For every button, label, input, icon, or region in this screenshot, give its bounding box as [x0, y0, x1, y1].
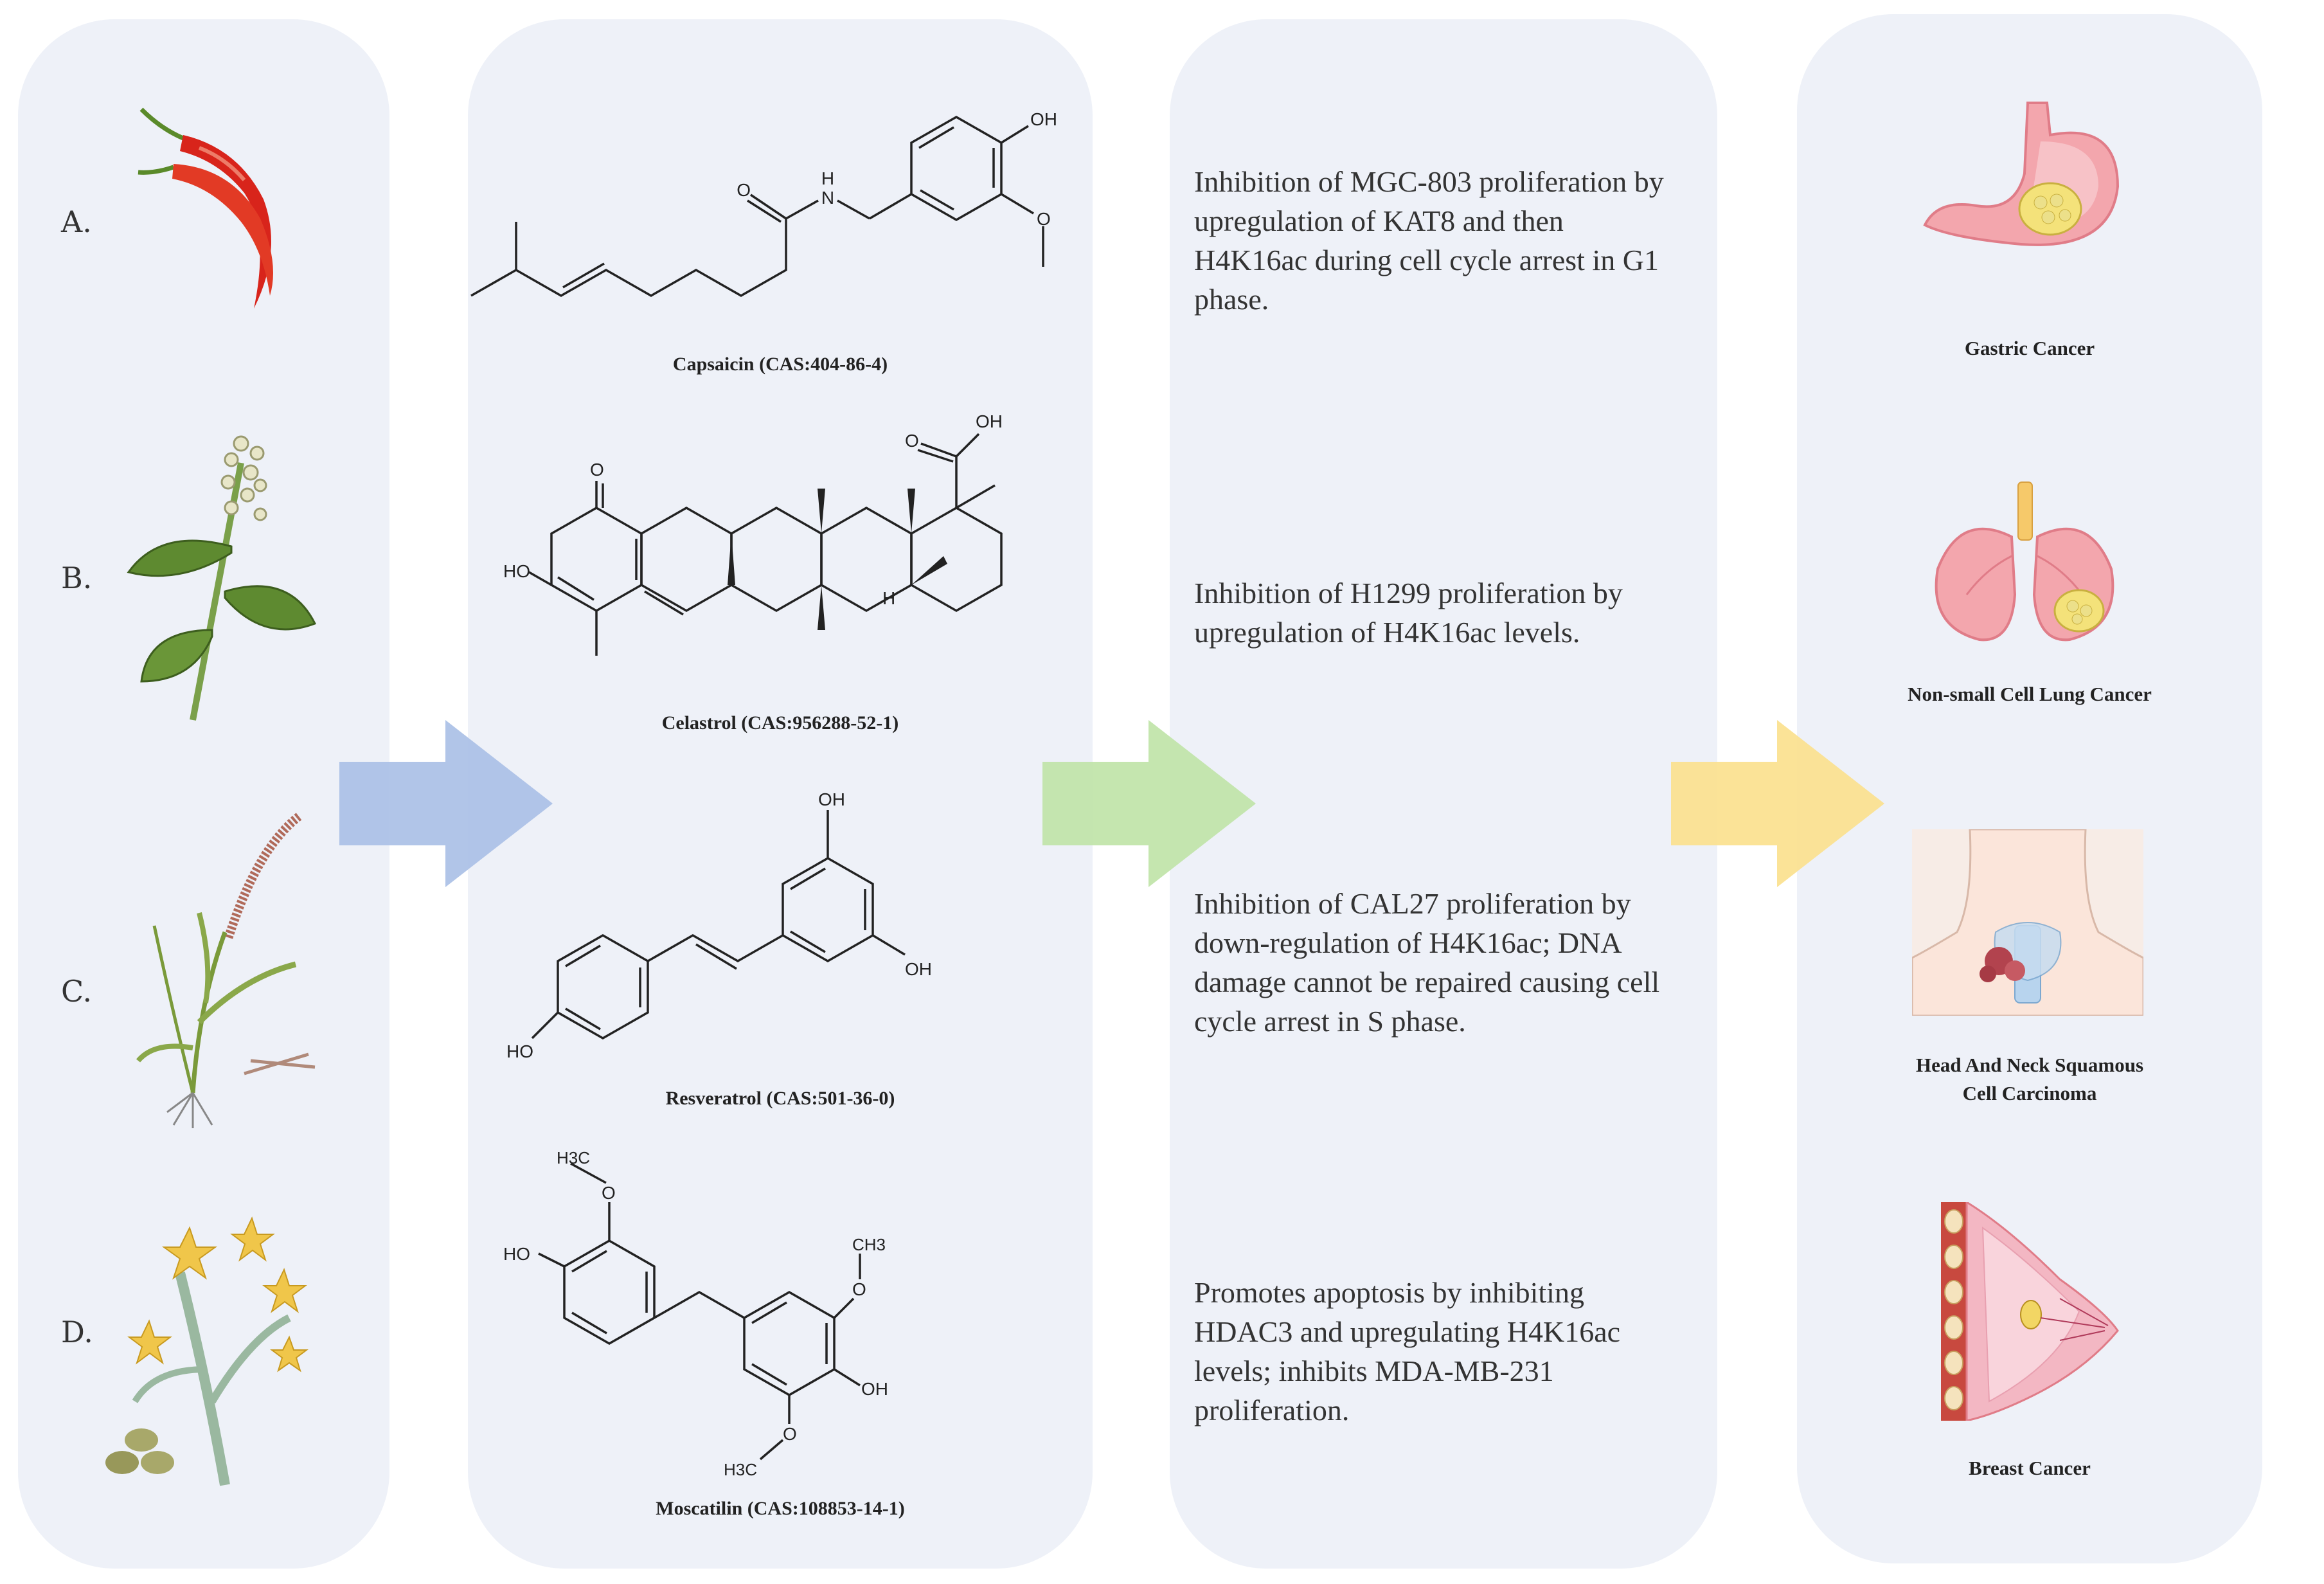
effect-text-head-neck: Inhibition of CAL27 proliferation by dow…	[1194, 887, 1660, 1038]
capsaicin-atom-label: O	[1037, 209, 1051, 229]
cancer-label-breast: Breast Cancer	[1969, 1457, 2091, 1479]
moscatilin-atom-label: H3C	[557, 1148, 590, 1167]
capsaicin-atom-label: O	[737, 180, 751, 200]
effect-text-lung: Inhibition of H1299 proliferation by upr…	[1194, 577, 1623, 649]
source-letter-d: D.	[61, 1315, 93, 1349]
celastrol-structure: O HO O OH H	[503, 411, 1003, 656]
moscatilin-atom-label: H3C	[724, 1460, 757, 1479]
source-letter-a: A.	[61, 204, 92, 239]
capsaicin-atom-label: H	[821, 168, 834, 188]
source-letter-b: B.	[61, 561, 93, 595]
arrow-effects-to-cancers	[1671, 720, 1884, 887]
lungs-icon	[1935, 482, 2114, 642]
celastrol-atom-label: O	[590, 460, 604, 480]
moscatilin-atom-label: CH3	[852, 1235, 886, 1254]
capsaicin-atom-label: N	[821, 188, 834, 208]
compound-label-moscatilin: Moscatilin (CAS:108853-14-1)	[656, 1498, 905, 1519]
breast-icon	[1941, 1202, 2119, 1421]
effect-text-breast: Promotes apoptosis by inhibiting HDAC3 a…	[1194, 1276, 1621, 1426]
compound-label-capsaicin: Capsaicin (CAS:404-86-4)	[672, 354, 888, 375]
celastrol-atom-label: H	[882, 588, 895, 608]
moscatilin-atom-label: O	[602, 1183, 616, 1203]
capsaicin-atom-label: OH	[1030, 109, 1057, 129]
cancer-label-gastric: Gastric Cancer	[1964, 337, 2095, 359]
moscatilin-atom-label: O	[783, 1424, 797, 1444]
celastrus-plant-icon	[127, 435, 317, 721]
resveratrol-atom-label: HO	[506, 1041, 533, 1061]
celastrol-atom-label: HO	[503, 561, 530, 581]
dendrobium-flower-icon	[105, 1216, 308, 1486]
compounds-panel	[468, 19, 1093, 1569]
celastrol-atom-label: O	[905, 431, 919, 451]
stomach-icon	[1923, 102, 2120, 246]
resveratrol-atom-label: OH	[818, 789, 845, 809]
resveratrol-structure: OH OH HO	[506, 789, 932, 1061]
moscatilin-atom-label: HO	[503, 1244, 530, 1264]
cancer-label-head-neck: Head And Neck Squamous Cell Carcinoma	[1915, 1054, 2144, 1104]
effects-panel	[1170, 19, 1717, 1569]
resveratrol-atom-label: OH	[905, 959, 932, 979]
moscatilin-atom-label: OH	[861, 1379, 888, 1399]
arrow-sources-to-compounds	[339, 720, 553, 887]
compound-label-celastrol: Celastrol (CAS:956288-52-1)	[661, 712, 899, 734]
source-letter-c: C.	[61, 974, 93, 1009]
cancer-label-lung: Non-small Cell Lung Cancer	[1908, 683, 2152, 705]
moscatilin-structure: H3C O HO CH3 O OH O H3C	[503, 1148, 888, 1479]
celastrol-atom-label: OH	[976, 411, 1003, 431]
sources-panel	[18, 19, 389, 1569]
chili-pepper-icon	[138, 107, 273, 309]
arrow-compounds-to-effects	[1042, 720, 1256, 887]
grass-plant-icon	[136, 813, 316, 1128]
effect-text-gastric: Inhibition of MGC-803 proliferation by u…	[1194, 165, 1664, 316]
moscatilin-atom-label: O	[852, 1279, 866, 1299]
capsaicin-structure: O N H OH O	[470, 109, 1057, 298]
neck-icon	[1912, 829, 2143, 1016]
compound-label-resveratrol: Resveratrol (CAS:501-36-0)	[665, 1088, 895, 1109]
